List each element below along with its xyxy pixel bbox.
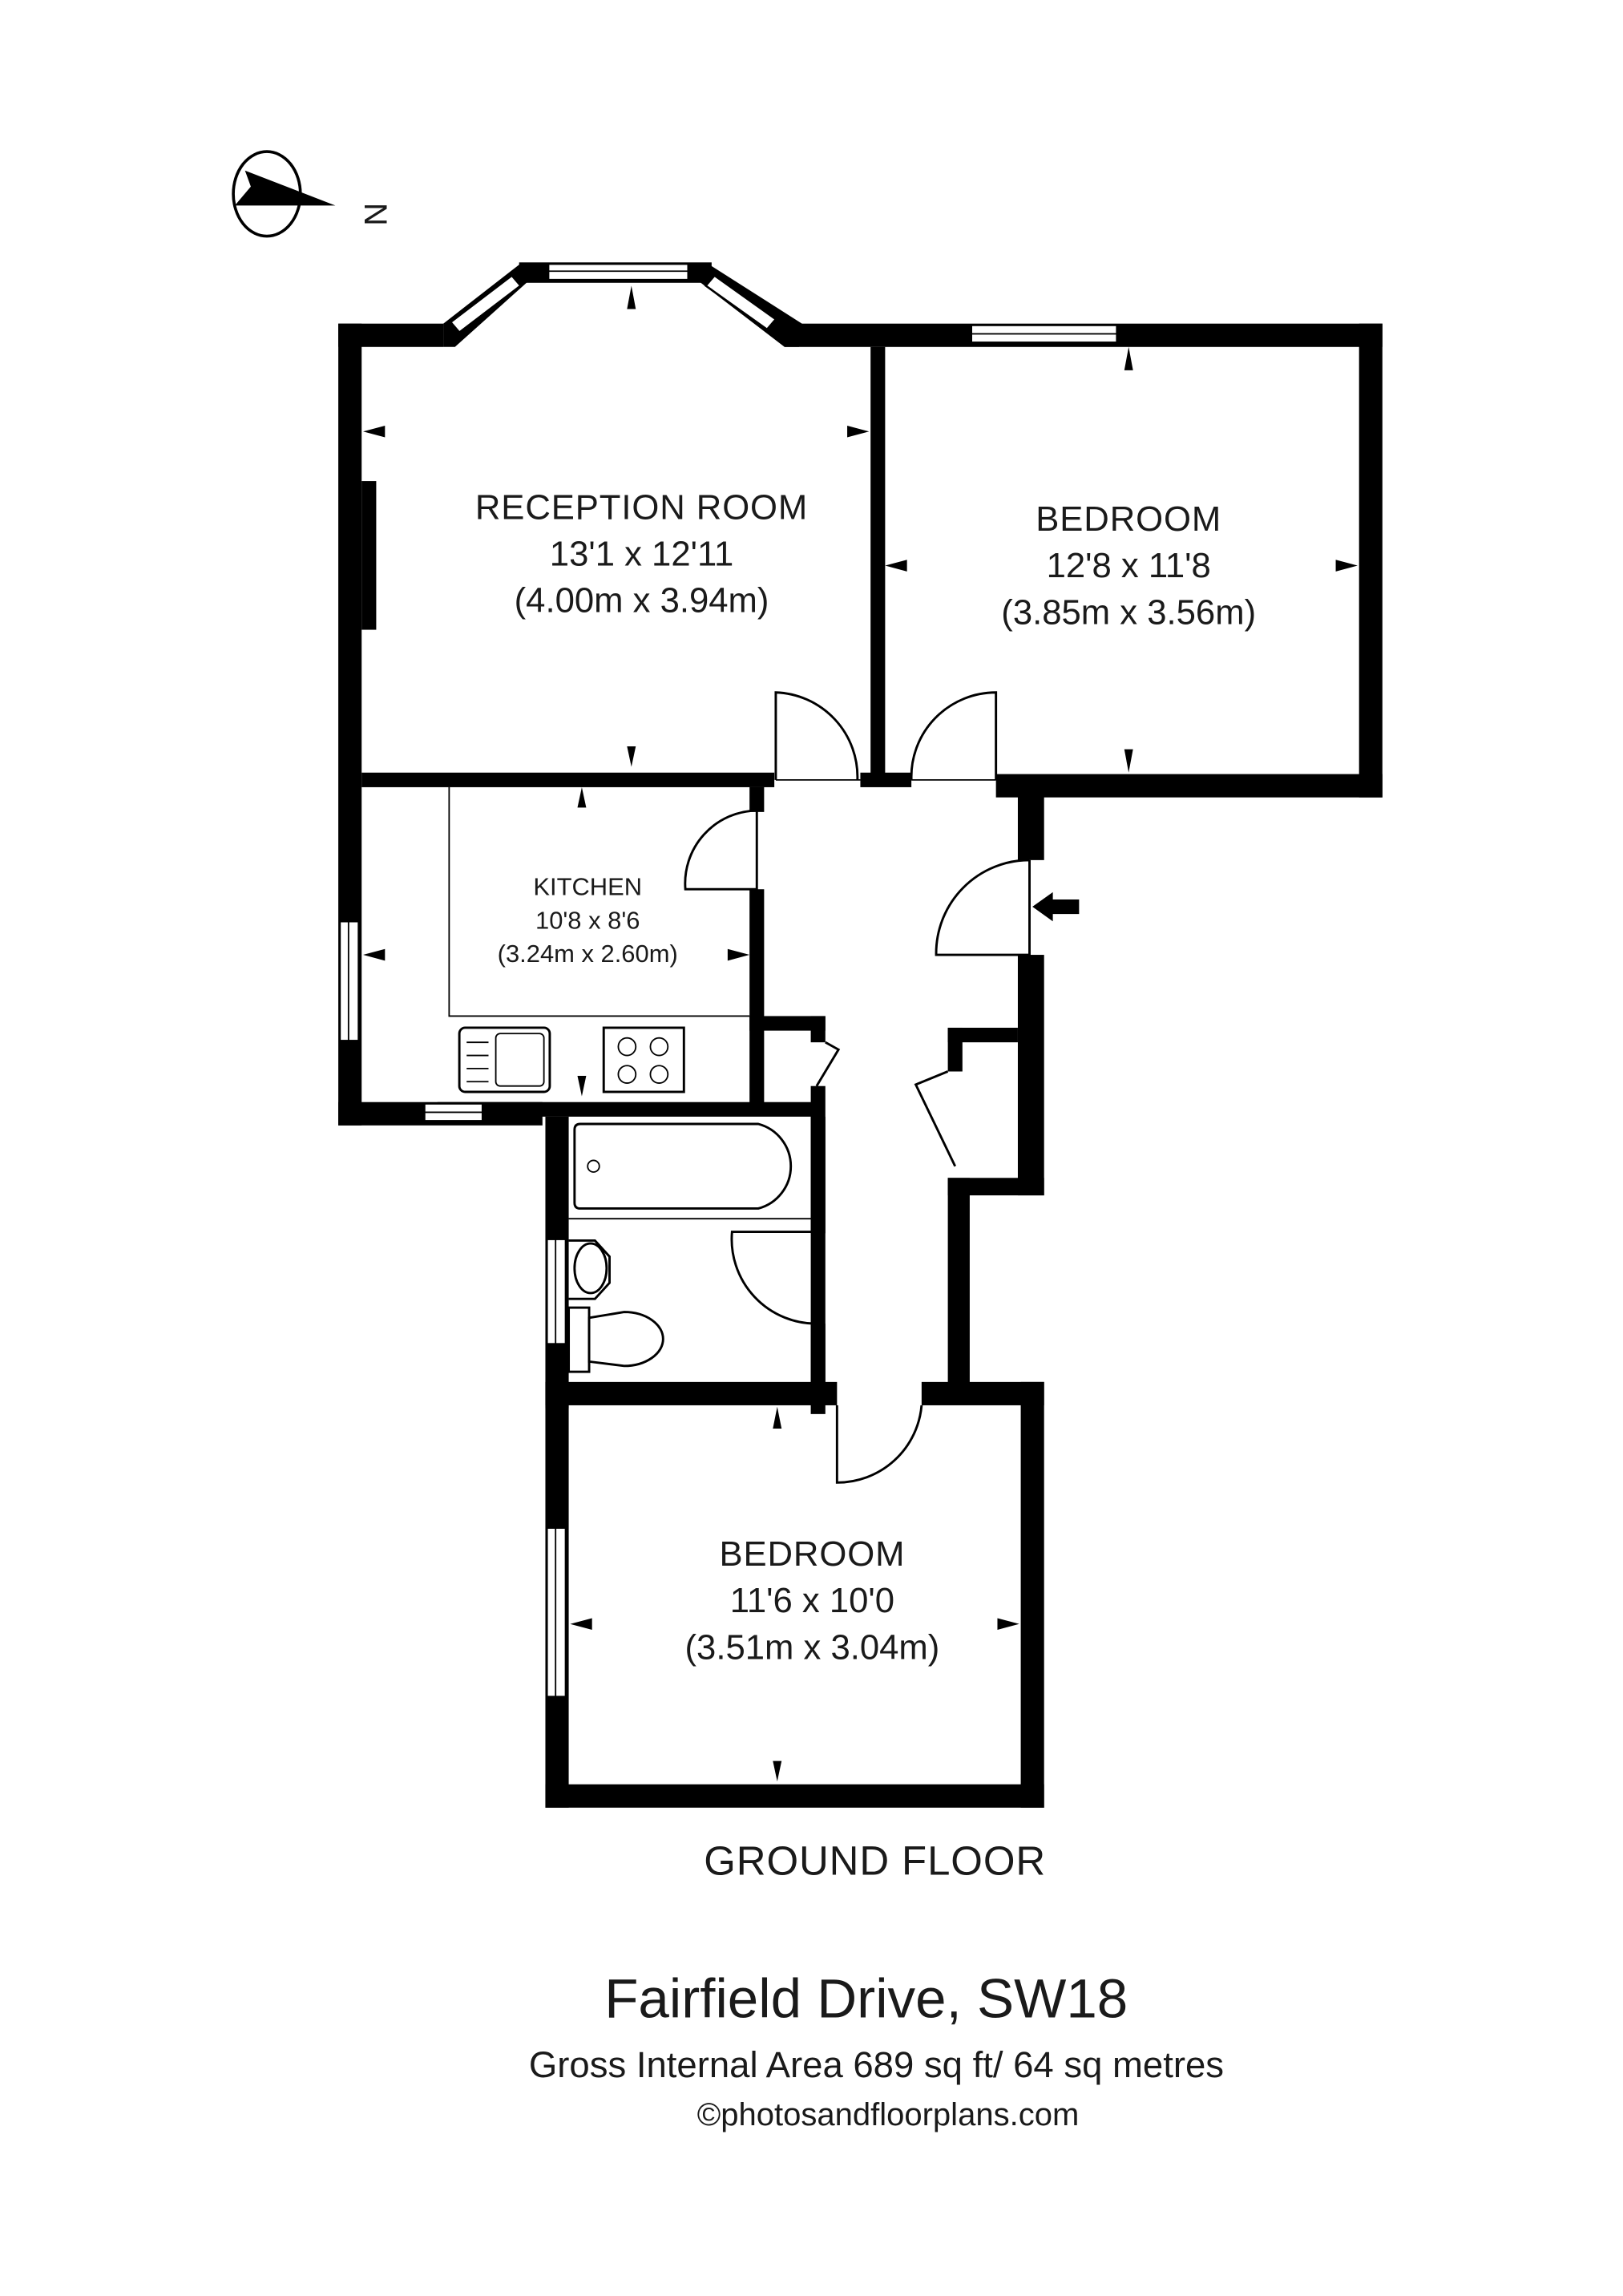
compass-label: N [357, 203, 393, 226]
copyright-notice: ©photosandfloorplans.com [697, 2097, 1080, 2132]
fixtures [448, 786, 811, 1373]
room-dim-metric: (3.85m x 3.56m) [1001, 592, 1256, 632]
room-dim-imperial: 10'8 x 8'6 [535, 906, 640, 934]
room-name: BEDROOM [1036, 499, 1221, 539]
room-reception: RECEPTION ROOM 13'1 x 12'11 (4.00m x 3.9… [475, 487, 808, 620]
sink-icon [458, 1026, 551, 1093]
room-dim-imperial: 12'8 x 11'8 [1047, 546, 1211, 585]
room-dim-metric: (3.24m x 2.60m) [498, 940, 678, 968]
room-dim-metric: (4.00m x 3.94m) [515, 581, 769, 620]
room-bedroom-1: BEDROOM 12'8 x 11'8 (3.85m x 3.56m) [1001, 499, 1256, 632]
room-kitchen: KITCHEN 10'8 x 8'6 (3.24m x 2.60m) [498, 873, 678, 968]
windows [338, 262, 1118, 1698]
doors [684, 691, 1031, 1484]
hob-icon [602, 1026, 685, 1093]
room-name: RECEPTION ROOM [475, 487, 808, 527]
room-dim-metric: (3.51m x 3.04m) [685, 1627, 940, 1667]
north-arrow-icon: N [232, 150, 393, 238]
entrance-arrow-icon [1032, 891, 1080, 922]
room-bedroom-2: BEDROOM 11'6 x 10'0 (3.51m x 3.04m) [685, 1534, 940, 1667]
toilet-icon [587, 1311, 664, 1368]
room-dim-imperial: 13'1 x 12'11 [550, 535, 733, 574]
room-name: BEDROOM [719, 1534, 905, 1574]
bath-icon [573, 1122, 793, 1210]
gross-internal-area: Gross Internal Area 689 sq ft/ 64 sq met… [529, 2044, 1224, 2085]
floor-title: GROUND FLOOR [704, 1837, 1046, 1883]
dimension-markers [363, 285, 1358, 1782]
basin-icon [573, 1242, 608, 1295]
room-name: KITCHEN [533, 873, 642, 901]
property-address: Fairfield Drive, SW18 [604, 1967, 1128, 2030]
room-dim-imperial: 11'6 x 10'0 [730, 1581, 894, 1620]
